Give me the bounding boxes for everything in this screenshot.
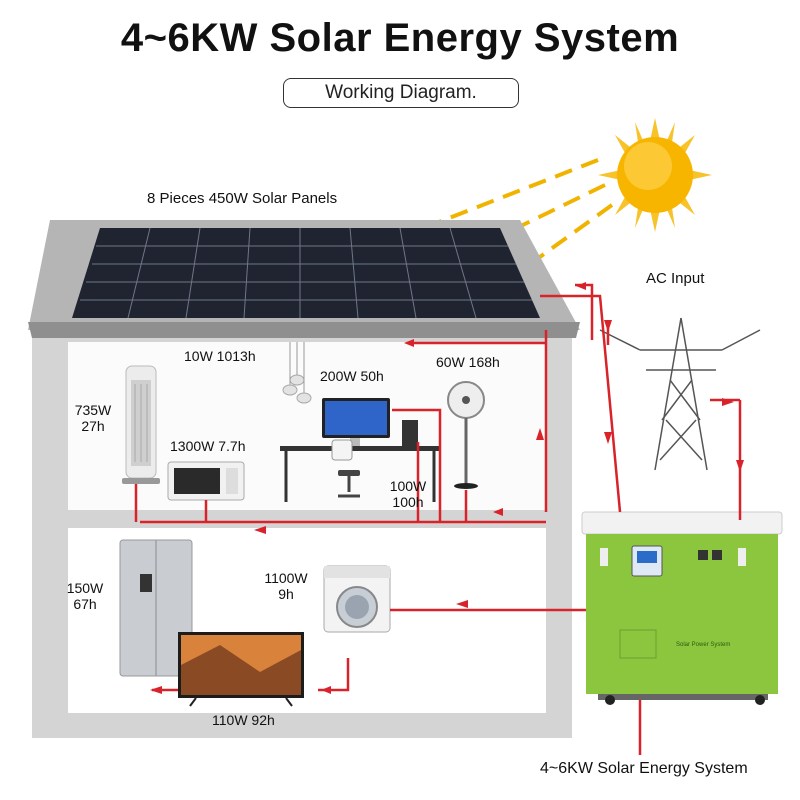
refrigerator-icon bbox=[119, 539, 193, 677]
office-chair-icon bbox=[331, 439, 360, 498]
computer-label: 200W 50h bbox=[320, 368, 384, 384]
solar-power-unit bbox=[581, 511, 783, 705]
washer-power: 1100W bbox=[264, 570, 308, 586]
fridge-hours: 67h bbox=[73, 596, 97, 612]
page-title: 4~6KW Solar Energy System bbox=[120, 16, 680, 60]
tower-fan-icon bbox=[122, 365, 160, 484]
washer-hours: 9h bbox=[278, 586, 294, 602]
fan-label: 60W 168h bbox=[436, 354, 500, 370]
speaker-hours: 100h bbox=[392, 494, 424, 510]
fridge-label: 150W 67h bbox=[60, 580, 110, 612]
tower-fan-power: 735W bbox=[74, 402, 112, 418]
unit-brand-text: Solar Power System bbox=[676, 642, 731, 648]
transmission-tower-icon bbox=[599, 317, 761, 471]
subtitle-badge: Working Diagram. bbox=[283, 78, 519, 108]
solar-panel-array bbox=[72, 227, 540, 319]
sun-icon bbox=[598, 118, 712, 232]
ceiling-lamp-icon bbox=[282, 342, 312, 404]
tv-label: 110W 92h bbox=[212, 712, 275, 728]
speaker-power: 100W bbox=[389, 478, 427, 494]
microwave-icon bbox=[167, 461, 245, 501]
microwave-label: 1300W 7.7h bbox=[170, 438, 246, 454]
tower-fan-hours: 27h bbox=[81, 418, 105, 434]
flow-arrows bbox=[150, 282, 744, 694]
fridge-power: 150W bbox=[66, 580, 104, 596]
solar-panels-label: 8 Pieces 450W Solar Panels bbox=[147, 190, 338, 207]
tower-fan-label: 735W 27h bbox=[68, 402, 118, 434]
washing-machine-icon bbox=[323, 565, 391, 633]
standing-fan-icon bbox=[447, 381, 485, 489]
ac-input-label: AC Input bbox=[646, 270, 705, 287]
washer-label: 1100W 9h bbox=[258, 570, 314, 602]
speaker-label: 100W 100h bbox=[386, 478, 430, 510]
desk-computer-icon bbox=[280, 398, 440, 502]
lamp-label: 10W 1013h bbox=[184, 348, 256, 364]
tv-icon bbox=[178, 632, 304, 707]
system-label: 4~6KW Solar Energy System bbox=[540, 760, 748, 777]
